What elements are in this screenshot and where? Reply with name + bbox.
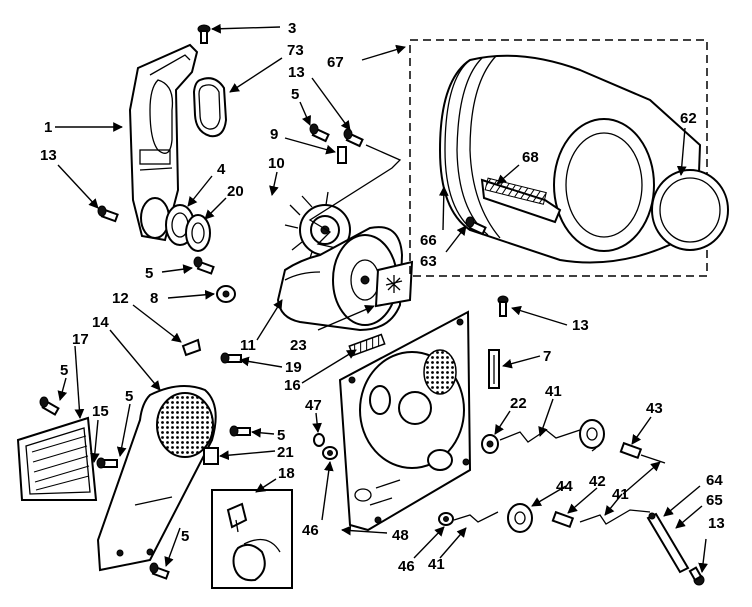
nut-part-46-left — [322, 446, 338, 460]
screw-part-3 — [197, 24, 211, 44]
callout-47: 47 — [305, 397, 322, 414]
callout-41: 41 — [545, 383, 562, 400]
callout-20: 20 — [227, 183, 244, 200]
callout-43: 43 — [646, 400, 663, 417]
clip-part-12 — [181, 338, 202, 357]
callout-42: 42 — [589, 473, 606, 490]
callout-7: 7 — [543, 348, 551, 365]
callout-41: 41 — [612, 486, 629, 503]
callout-5: 5 — [181, 528, 189, 545]
wire-part-41-lower — [453, 511, 499, 523]
kit-part-18 — [211, 489, 293, 589]
roller-part-44-upper — [579, 419, 605, 449]
shaft-part-42 — [551, 510, 575, 529]
callout-73: 73 — [287, 42, 304, 59]
shaft-part-43 — [619, 441, 666, 464]
leader-lines — [55, 23, 708, 573]
callout-12: 12 — [112, 290, 129, 307]
callout-4: 4 — [217, 161, 226, 178]
nut-part-46-right — [438, 512, 454, 526]
callout-13: 13 — [572, 317, 589, 334]
callout-23: 23 — [290, 337, 307, 354]
callout-5: 5 — [125, 388, 133, 405]
callout-44: 44 — [556, 478, 573, 495]
screw-part-13-lower-right — [688, 566, 705, 586]
callout-67: 67 — [327, 54, 344, 71]
callout-46: 46 — [398, 558, 415, 575]
callout-18: 18 — [278, 465, 295, 482]
screw-part-13-upper — [343, 128, 364, 148]
screw-part-5-upper — [309, 123, 330, 143]
callout-13: 13 — [288, 64, 305, 81]
callout-16: 16 — [284, 377, 301, 394]
callout-65: 65 — [706, 492, 723, 509]
callout-64: 64 — [706, 472, 723, 489]
callout-9: 9 — [270, 126, 278, 143]
roller-part-44-lower — [507, 503, 533, 533]
drum-part-67 — [438, 54, 702, 264]
screw-part-63 — [465, 216, 487, 236]
seal-part-73 — [192, 77, 228, 138]
thermostat-part-21 — [203, 447, 219, 465]
drive-belt-path — [308, 144, 402, 251]
callout-11: 11 — [240, 337, 256, 354]
callout-13: 13 — [708, 515, 725, 532]
callout-62: 62 — [680, 110, 697, 127]
callout-14: 14 — [92, 314, 109, 331]
clip-part-8 — [216, 285, 236, 303]
callout-13: 13 — [40, 147, 57, 164]
callout-15: 15 — [92, 403, 109, 420]
callout-21: 21 — [277, 444, 294, 461]
front-bulkhead — [128, 43, 199, 242]
callout-46: 46 — [302, 522, 319, 539]
callout-5: 5 — [291, 86, 299, 103]
screw-part-5-lower-left — [39, 396, 60, 416]
wire-part-41-right — [579, 509, 651, 525]
label-part-23 — [374, 260, 414, 308]
callout-63: 63 — [420, 253, 437, 270]
lint-screen-part-17 — [16, 416, 98, 501]
screw-part-5-duct-bottom — [149, 562, 170, 580]
screw-part-5-mid — [193, 256, 215, 275]
bracket-part-7 — [488, 349, 500, 389]
washer-part-47 — [313, 433, 325, 447]
callout-17: 17 — [72, 331, 89, 348]
callout-1: 1 — [44, 119, 52, 136]
screw-part-5-thermostat — [229, 425, 251, 437]
blower-wheel-part-10 — [284, 191, 351, 265]
callout-22: 22 — [510, 395, 527, 412]
callout-10: 10 — [268, 155, 285, 172]
callout-5: 5 — [145, 265, 153, 282]
wire-part-41-upper — [499, 429, 581, 443]
callout-3: 3 — [288, 20, 296, 37]
clip-part-9 — [337, 146, 347, 164]
screw-part-19 — [220, 352, 242, 364]
screw-part-5-lint — [96, 457, 118, 469]
callout-8: 8 — [150, 290, 158, 307]
screw-part-13-rear — [497, 295, 509, 317]
spring-part-16 — [348, 333, 386, 357]
support-part-64-65 — [646, 512, 690, 574]
callout-48: 48 — [392, 527, 409, 544]
callout-19: 19 — [285, 359, 302, 376]
seal-part-62 — [651, 169, 729, 251]
callout-labels: 3 73 13 67 1 13 5 9 10 4 20 68 62 66 63 … — [40, 20, 725, 575]
rear-bulkhead-part-48 — [338, 310, 472, 532]
bearing-parts-4-20 — [140, 197, 211, 252]
callout-41: 41 — [428, 556, 445, 573]
callout-68: 68 — [522, 149, 539, 166]
callout-5: 5 — [277, 427, 285, 444]
callout-5: 5 — [60, 362, 68, 379]
screw-part-13-left — [97, 205, 119, 223]
bearing-part-22 — [481, 434, 499, 454]
drum-assembly-box-part-67 — [409, 39, 708, 277]
callout-66: 66 — [420, 232, 437, 249]
duct-part-14 — [96, 385, 217, 572]
